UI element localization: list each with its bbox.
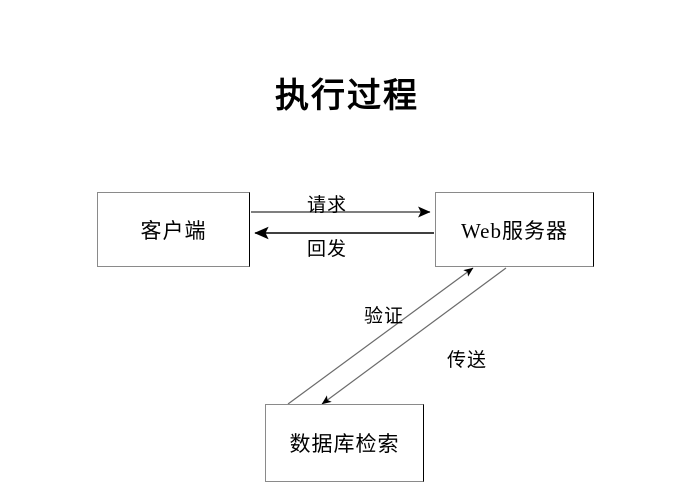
edge-label-verify: 验证 [364,306,405,327]
node-database[interactable]: 数据库检索 [265,404,424,482]
node-client[interactable]: 客户端 [97,192,250,267]
edge-label-request: 请求 [307,195,348,216]
node-webserver-label: Web服务器 [461,218,568,243]
edge-label-transmit: 传送 [447,350,488,371]
edge-transmit-line [321,267,507,405]
edge-label-postback: 回发 [307,239,348,260]
node-database-label: 数据库检索 [289,432,400,456]
edge-verify-line [287,267,474,405]
node-webserver[interactable]: Web服务器 [435,192,594,267]
node-client-label: 客户端 [140,218,207,243]
page-title: 执行过程 [275,78,419,115]
